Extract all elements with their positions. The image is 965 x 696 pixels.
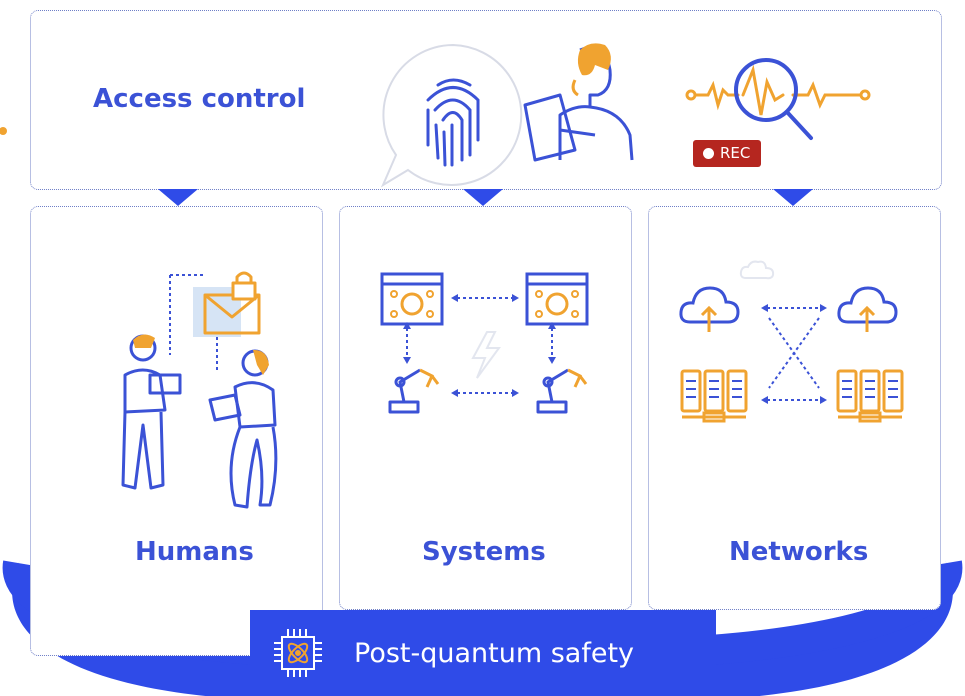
- cloud-upload-icon: [679, 286, 740, 332]
- record-dot-icon: [703, 148, 714, 159]
- server-rack-icon: [836, 369, 904, 423]
- fingerprint-icon: [380, 43, 523, 188]
- quantum-chip-icon: [274, 629, 322, 677]
- connector-triangle-icon: [158, 189, 813, 206]
- cloud-upload-icon: [837, 286, 898, 332]
- rec-badge: REC: [693, 140, 761, 167]
- networks-label: Networks: [729, 537, 869, 567]
- magnifier-waveform-icon: [685, 58, 871, 140]
- server-gear-icon: [525, 272, 589, 326]
- systems-dotted-arrows-icon: [403, 294, 556, 397]
- network-dotted-arrows-icon: [761, 304, 827, 404]
- networks-panel: [648, 206, 941, 610]
- robot-arm-icon: [388, 368, 440, 414]
- orange-dot-icon: [0, 127, 7, 135]
- rec-label: REC: [720, 144, 751, 162]
- man-with-laptop-icon: [121, 334, 182, 490]
- woman-with-tablet-icon: [208, 349, 278, 509]
- server-gear-icon: [380, 272, 444, 326]
- post-quantum-label: Post-quantum safety: [354, 638, 635, 669]
- person-with-laptop-icon: [523, 43, 634, 162]
- access-control-title: Access control: [93, 84, 306, 114]
- humans-label: Humans: [135, 537, 254, 567]
- robot-arm-icon: [536, 368, 588, 414]
- lightning-icon: [471, 331, 501, 379]
- cloud-small-icon: [739, 260, 775, 280]
- server-rack-icon: [680, 369, 748, 423]
- envelope-lock-icon: [169, 271, 261, 370]
- post-quantum-banner: Post-quantum safety: [250, 610, 716, 696]
- systems-label: Systems: [422, 537, 546, 567]
